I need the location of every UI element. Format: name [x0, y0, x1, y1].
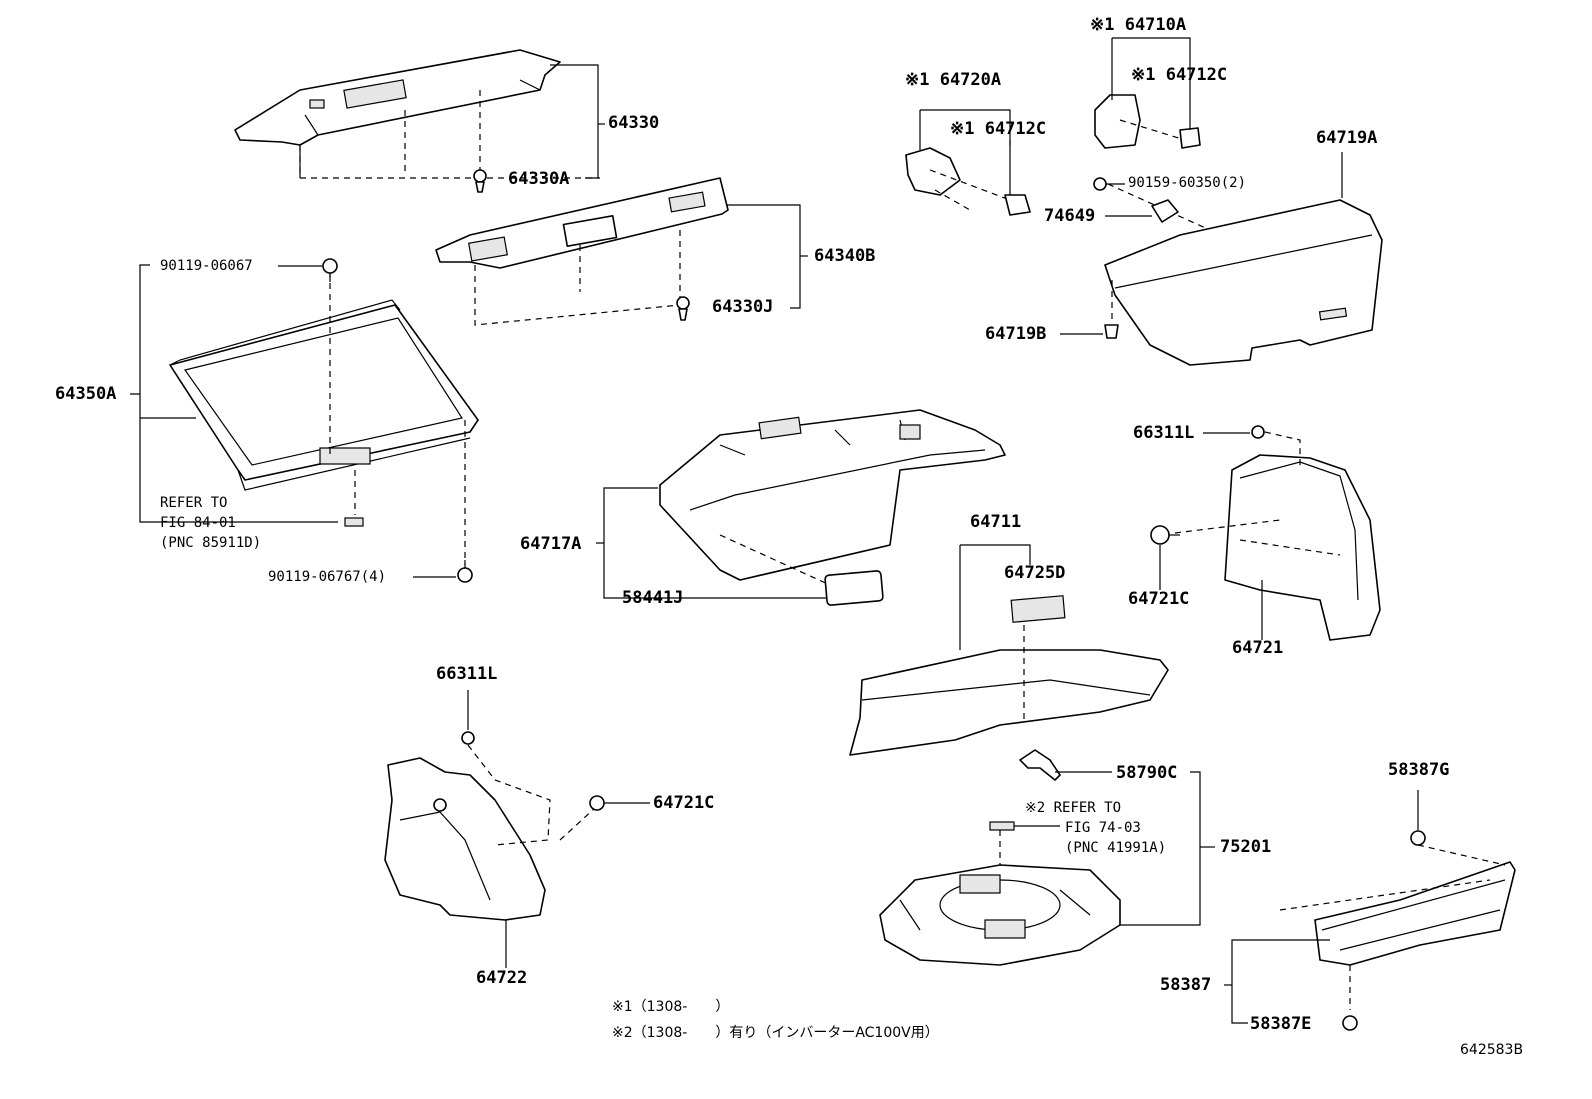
label-66311L-left: 66311L: [436, 664, 498, 684]
label-64725D: 64725D: [1004, 563, 1066, 583]
label-75201: 75201: [1220, 837, 1272, 857]
label-58387G: 58387G: [1388, 760, 1450, 780]
label-64712C-right: ※1 64712C: [1131, 65, 1228, 85]
label-pnc-41991a: (PNC 41991A): [1065, 840, 1167, 856]
clip-64719B-drawing: [1104, 324, 1119, 339]
label-pnc-85911d: (PNC 85911D): [160, 535, 262, 551]
label-64721C-left: 64721C: [653, 793, 715, 813]
part-64720A-drawing: [905, 147, 1031, 216]
label-64340B: 64340B: [814, 246, 876, 266]
clip-64330J-drawing: [676, 296, 690, 321]
label-64719A: 64719A: [1316, 128, 1378, 148]
label-64717A: 64717A: [520, 534, 582, 554]
part-64350A-drawing: [169, 299, 479, 527]
label-64711: 64711: [970, 512, 1022, 532]
part-58387-drawing: [1314, 861, 1516, 966]
label-58790C: 58790C: [1116, 763, 1178, 783]
part-64717A-drawing: [659, 409, 1006, 606]
hook-58790C-drawing: [1019, 749, 1061, 781]
label-58387E: 58387E: [1250, 1014, 1312, 1034]
part-64719A-drawing: [1104, 199, 1383, 366]
connector-refer-74-03-drawing: [989, 821, 1015, 831]
figure-number: 642583B: [1460, 1042, 1524, 1058]
label-refer-to-74: ※2 REFER TO: [1025, 800, 1122, 816]
clip-58387E-drawing: [1342, 1015, 1358, 1031]
label-64722: 64722: [476, 968, 528, 988]
clip-64721C-left-drawing: [589, 795, 650, 811]
label-64330J: 64330J: [712, 297, 774, 317]
footnote-2: ※2（1308- ）有り（インバーターAC100V用）: [612, 1025, 939, 1041]
footnote-1: ※1（1308- ）: [612, 999, 730, 1015]
label-64712C-left: ※1 64712C: [950, 119, 1047, 139]
label-64710A: ※1 64710A: [1090, 15, 1187, 35]
bolt-90119-06067-drawing: [322, 258, 338, 282]
label-fig-84-01: FIG 84-01: [160, 515, 236, 531]
label-64720A: ※1 64720A: [905, 70, 1002, 90]
part-75201-drawing: [879, 864, 1121, 966]
label-66311L-right: 66311L: [1133, 423, 1195, 443]
clip-74649-drawing: [1151, 199, 1179, 223]
label-64721C-right: 64721C: [1128, 589, 1190, 609]
label-64330: 64330: [608, 113, 660, 133]
clip-64721C-right-drawing: [1150, 525, 1180, 545]
bolt-90119-06767-drawing: [457, 560, 473, 583]
label-74649: 74649: [1044, 206, 1096, 226]
clip-58387G-drawing: [1410, 830, 1426, 846]
bolt-90159-60350-drawing: [1093, 177, 1125, 191]
part-64722-drawing: [384, 757, 546, 921]
label-90119-06067: 90119-06067: [160, 258, 253, 274]
part-64711-drawing: [849, 595, 1169, 756]
clip-66311L-right-drawing: [1251, 425, 1265, 439]
clip-66311L-left-drawing: [461, 731, 475, 745]
label-58387: 58387: [1160, 975, 1212, 995]
clip-64330A-drawing: [473, 169, 487, 193]
label-64330A: 64330A: [508, 169, 570, 189]
label-90159-60350: 90159-60350(2): [1128, 175, 1247, 191]
label-64350A: 64350A: [55, 384, 117, 404]
part-64340B-drawing: [435, 177, 729, 326]
label-90119-06767: 90119-06767(4): [268, 569, 387, 585]
part-64710A-drawing: [1094, 94, 1201, 149]
label-fig-74-03: FIG 74-03: [1065, 820, 1141, 836]
label-64719B: 64719B: [985, 324, 1047, 344]
part-64330-drawing: [234, 49, 600, 179]
label-58441J: 58441J: [622, 588, 684, 608]
label-refer-to-84: REFER TO: [160, 495, 228, 511]
label-64721: 64721: [1232, 638, 1284, 658]
part-64721-drawing: [1174, 431, 1381, 641]
